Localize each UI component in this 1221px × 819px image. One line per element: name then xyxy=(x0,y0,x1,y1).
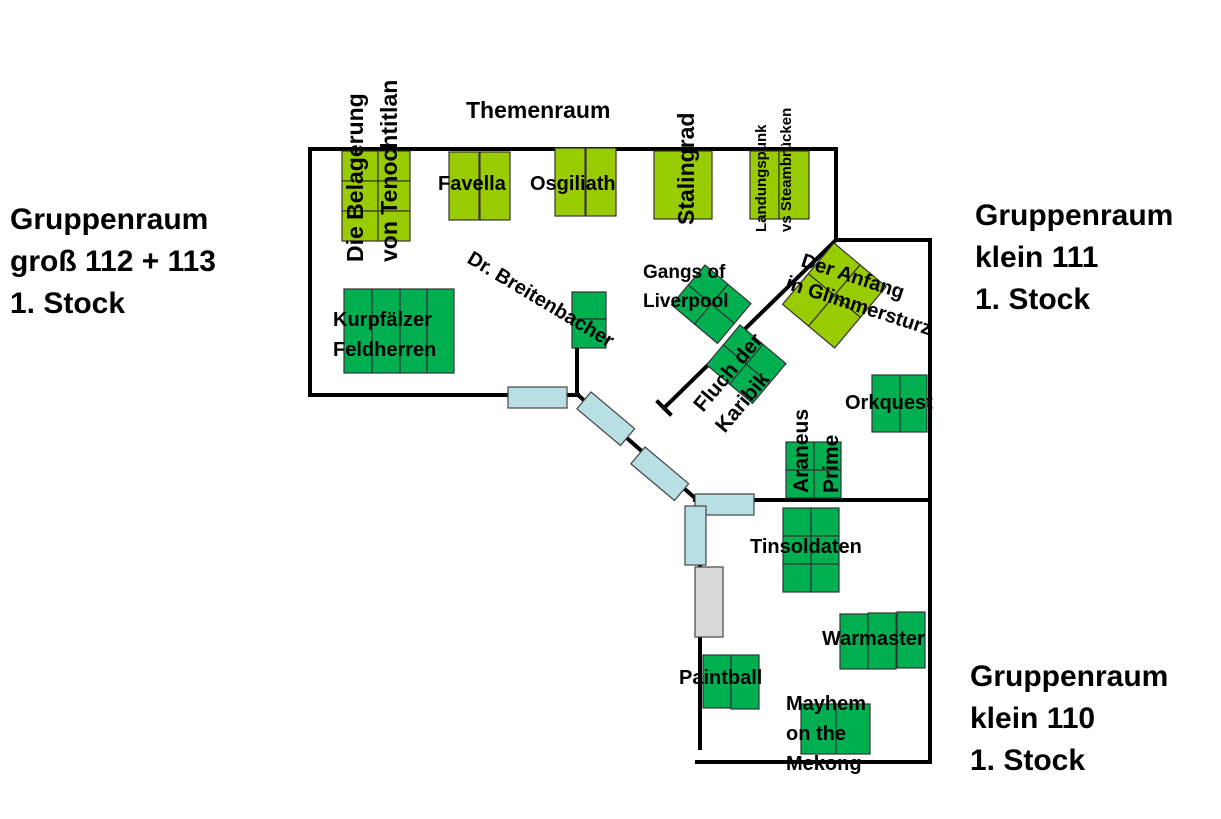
room-label-line: 1. Stock xyxy=(975,283,1091,316)
room-label-line: klein 111 xyxy=(975,241,1099,274)
table-belagerung[interactable] xyxy=(341,150,411,242)
label-mayhem-3: Mekong xyxy=(786,753,862,775)
door-110[interactable] xyxy=(684,505,707,566)
wall-111-diagonal-end xyxy=(655,399,673,417)
label-line: Stalingrad xyxy=(673,113,699,225)
label-landungspunkt: Landungspunk vs Steambrücken xyxy=(753,108,795,232)
table-gangs[interactable] xyxy=(670,264,752,345)
label-stalingrad: Stalingrad xyxy=(673,113,699,225)
wall-111-diagonal xyxy=(661,237,839,411)
room-label-line: Gruppenraum xyxy=(970,660,1169,693)
room-label-line: 1. Stock xyxy=(10,287,126,320)
label-mayhem-1: Mayhem xyxy=(786,693,866,715)
table-favella[interactable] xyxy=(448,151,511,221)
room-label-line: klein 110 xyxy=(970,702,1096,735)
label-paintball: Paintball xyxy=(679,667,762,689)
label-gangs-2: Liverpool xyxy=(643,291,729,312)
room-label-line: groß 112 + 113 xyxy=(10,245,216,278)
room-label-line: Gruppenraum xyxy=(975,199,1174,232)
room-label-klein-111: Gruppenraum klein 111 1. Stock xyxy=(975,195,1173,321)
table-breitenbacher[interactable] xyxy=(571,291,607,349)
table-landungspunkt[interactable] xyxy=(749,150,810,220)
label-line: Landungspunk xyxy=(753,124,770,232)
table-osgiliath[interactable] xyxy=(554,147,617,217)
room-label-line: Gruppenraum xyxy=(10,203,209,236)
label-kurpfaelzer-2: Feldherren xyxy=(333,339,436,361)
label-osgiliath: Osgiliath xyxy=(530,173,616,195)
label-themenraum: Themenraum xyxy=(466,97,610,123)
table-paintball[interactable] xyxy=(702,654,760,710)
door-corridor-1[interactable] xyxy=(576,391,636,447)
table-anfang[interactable] xyxy=(781,242,887,349)
label-tinsoldaten: Tinsoldaten xyxy=(750,536,862,558)
label-line: Araneus xyxy=(790,409,813,493)
label-line: Prime xyxy=(820,435,843,493)
label-kurpfaelzer-1: Kurpfälzer xyxy=(333,309,432,331)
table-warmaster[interactable] xyxy=(839,611,926,670)
label-belagerung: Die Belagerung von Tenochtitlan xyxy=(342,80,402,262)
table-fluch[interactable] xyxy=(705,324,787,405)
doors xyxy=(507,386,755,638)
table-orkquest[interactable] xyxy=(871,374,928,433)
room-label-line: 1. Stock xyxy=(970,744,1086,777)
door-gross[interactable] xyxy=(507,386,568,409)
table-mayhem[interactable] xyxy=(800,703,871,755)
label-line: Die Belagerung xyxy=(342,93,368,262)
room-label-gross: Gruppenraum groß 112 + 113 1. Stock xyxy=(10,199,216,325)
door-grey[interactable] xyxy=(694,566,724,638)
label-line: vs Steambrücken xyxy=(778,108,795,232)
label-mayhem-2: on the xyxy=(786,723,846,745)
label-araneus: Araneus Prime xyxy=(790,409,843,493)
room-label-klein-110: Gruppenraum klein 110 1. Stock xyxy=(970,656,1168,782)
label-warmaster: Warmaster xyxy=(822,628,925,650)
door-corridor-2[interactable] xyxy=(630,446,690,502)
label-line: von Tenochtitlan xyxy=(376,80,402,262)
label-gangs-1: Gangs of xyxy=(643,262,726,283)
label-favella: Favella xyxy=(438,173,507,195)
table-kurpfaelzer[interactable] xyxy=(343,288,455,374)
label-orkquest: Orkquest xyxy=(845,392,933,414)
door-111[interactable] xyxy=(694,493,755,516)
table-stalingrad[interactable] xyxy=(653,150,713,220)
table-araneus[interactable] xyxy=(785,441,842,499)
table-tinsoldaten[interactable] xyxy=(782,507,840,593)
